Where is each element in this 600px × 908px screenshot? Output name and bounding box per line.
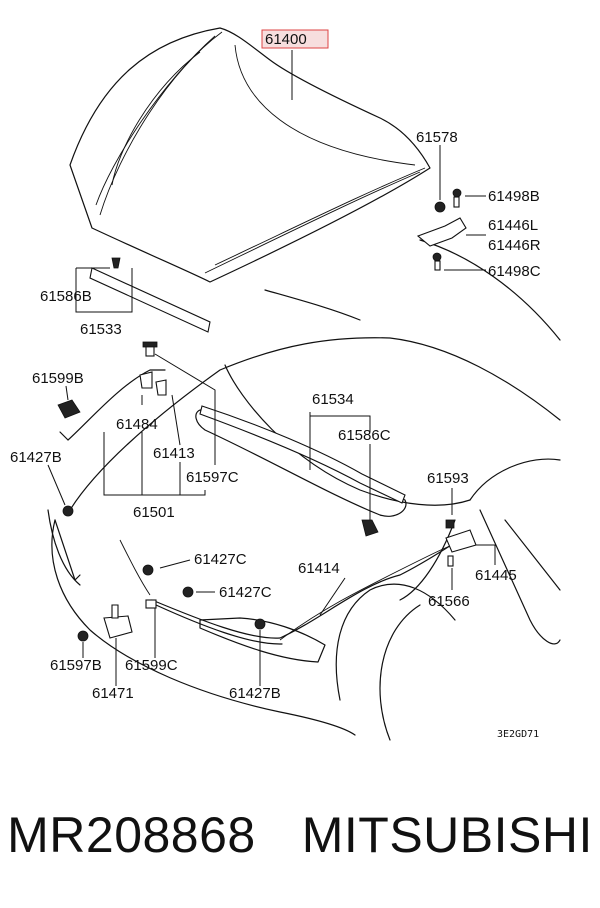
label-61445[interactable]: 61445 xyxy=(475,567,517,584)
hood-seal-strip xyxy=(89,267,211,333)
label-61427c-a[interactable]: 61427C xyxy=(194,551,247,568)
part-labels: 61400 61578 61498B 61446L 61446R 61498C … xyxy=(10,31,541,740)
label-61400[interactable]: 61400 xyxy=(265,31,307,48)
hood-hinge xyxy=(416,188,467,271)
diagram-code: 3E2GD71 xyxy=(497,729,539,740)
label-61498b[interactable]: 61498B xyxy=(488,188,540,205)
label-61533[interactable]: 61533 xyxy=(80,321,122,338)
label-61578[interactable]: 61578 xyxy=(416,129,458,146)
cowl-seal xyxy=(199,405,406,504)
label-61446l[interactable]: 61446L xyxy=(488,217,538,234)
label-61593[interactable]: 61593 xyxy=(427,470,469,487)
label-61534[interactable]: 61534 xyxy=(312,391,354,408)
car-body-drawing xyxy=(47,239,561,741)
part-info-footer: MR208868 MITSUBISHI xyxy=(0,790,600,880)
label-61498c[interactable]: 61498C xyxy=(488,263,541,280)
hood-panel-drawing xyxy=(69,27,431,283)
label-61427c-b[interactable]: 61427C xyxy=(219,584,272,601)
hood-parts-diagram: 61400 61578 61498B 61446L 61446R 61498C … xyxy=(10,27,561,741)
highlight-box-61400 xyxy=(261,29,329,49)
label-61501[interactable]: 61501 xyxy=(133,504,175,521)
brand-name: MITSUBISHI xyxy=(301,807,593,863)
label-61586c[interactable]: 61586C xyxy=(338,427,391,444)
label-61566[interactable]: 61566 xyxy=(428,593,470,610)
label-61597b[interactable]: 61597B xyxy=(50,657,102,674)
part-number: MR208868 xyxy=(7,807,256,863)
seal-clip-61586b xyxy=(111,257,121,269)
label-61484[interactable]: 61484 xyxy=(116,416,158,433)
label-61597c[interactable]: 61597C xyxy=(186,469,239,486)
seal-clip-61586c xyxy=(361,519,379,537)
label-61427b-top[interactable]: 61427B xyxy=(10,449,62,466)
release-cable xyxy=(62,505,477,645)
leader-lines xyxy=(47,50,496,686)
label-61427b-bot[interactable]: 61427B xyxy=(229,685,281,702)
hood-stay xyxy=(57,341,167,441)
label-61414[interactable]: 61414 xyxy=(298,560,340,577)
label-61586b[interactable]: 61586B xyxy=(40,288,92,305)
label-61599c[interactable]: 61599C xyxy=(125,657,178,674)
label-61599b[interactable]: 61599B xyxy=(32,370,84,387)
label-61413[interactable]: 61413 xyxy=(153,445,195,462)
label-61471[interactable]: 61471 xyxy=(92,685,134,702)
label-61446r[interactable]: 61446R xyxy=(488,237,541,254)
